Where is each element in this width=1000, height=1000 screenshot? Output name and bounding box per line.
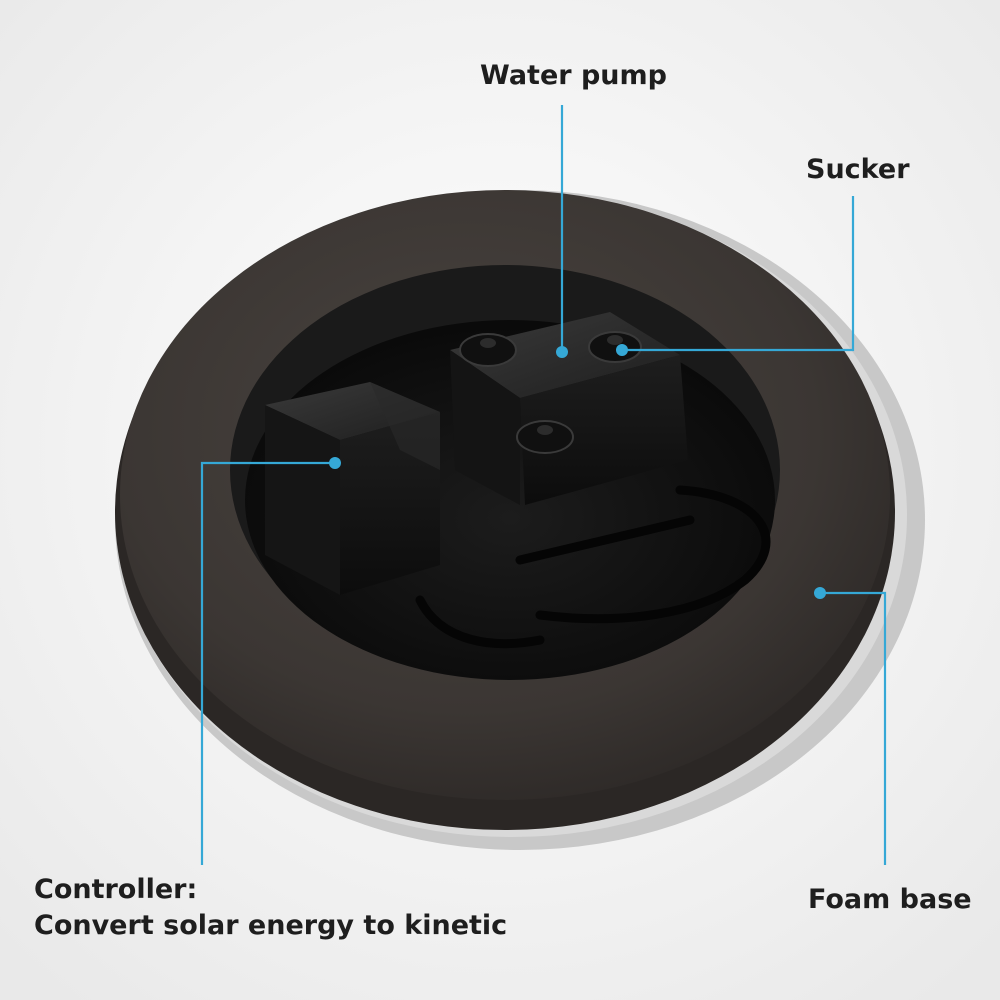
foam-base-label: Foam base <box>808 884 972 915</box>
water-pump-label: Water pump <box>480 60 667 91</box>
callout-dots <box>329 344 826 599</box>
controller-description: Convert solar energy to kinetic <box>34 910 508 942</box>
controller-label: Controller: Convert solar energy to kine… <box>34 872 507 945</box>
sucker-cups <box>459 331 642 454</box>
controller-box <box>265 382 440 595</box>
sucker-label: Sucker <box>806 154 910 185</box>
controller-title: Controller: <box>34 874 198 905</box>
callout-lines <box>200 105 887 865</box>
cable <box>415 485 771 649</box>
